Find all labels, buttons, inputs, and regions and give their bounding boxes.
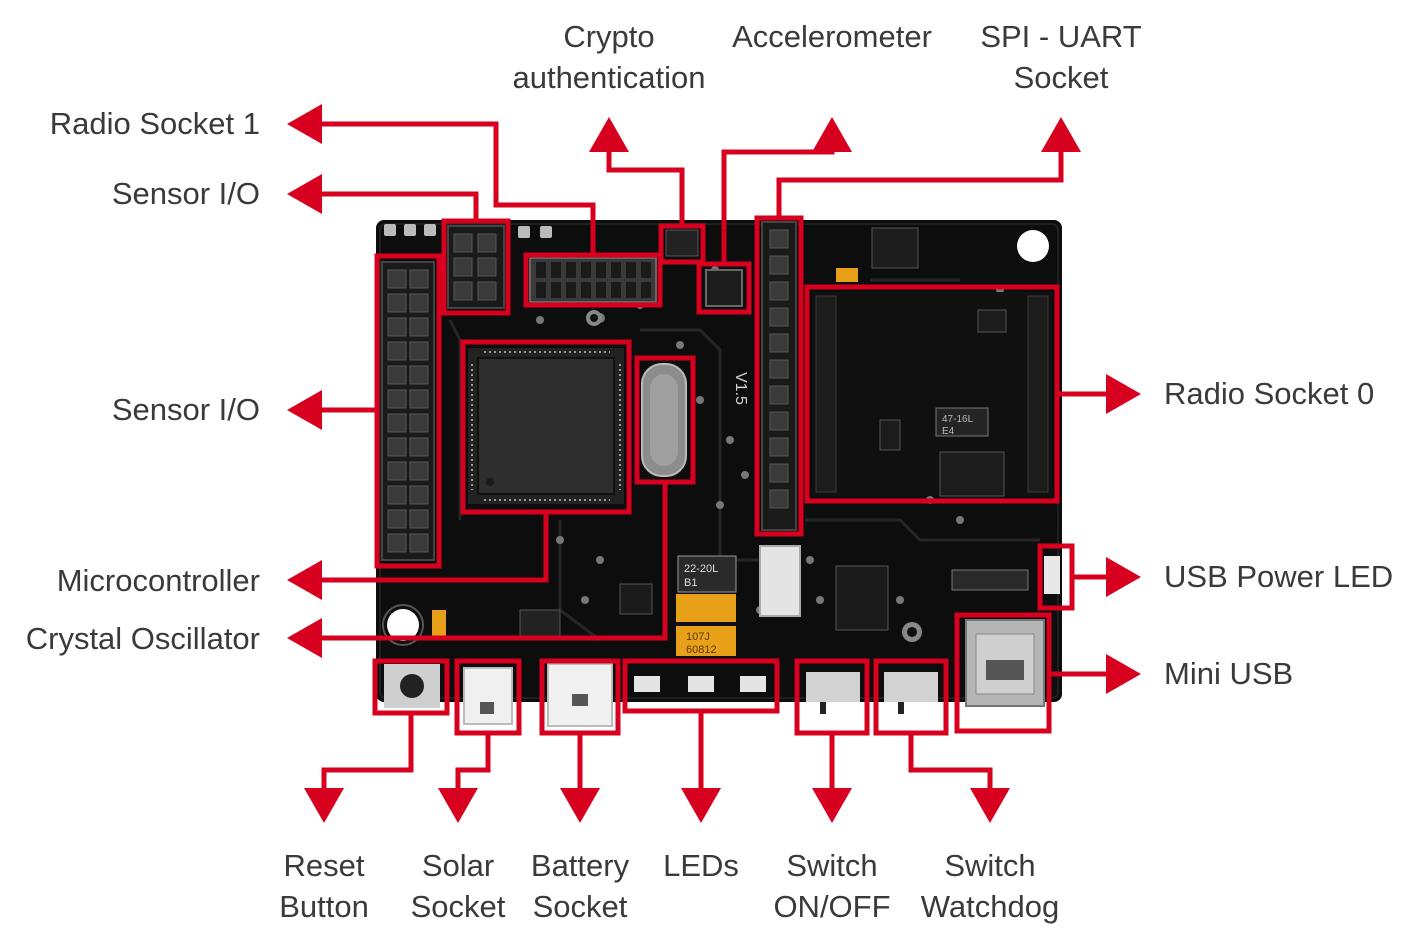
label-switch-on-off: SwitchON/OFF xyxy=(760,845,904,927)
microcontroller-chip xyxy=(468,348,624,504)
board-version-text: V1.5 xyxy=(732,372,749,405)
mounting-hole-top-right xyxy=(1017,230,1049,262)
spi-uart-header xyxy=(762,222,796,530)
sensor-io-header-left xyxy=(382,262,434,560)
label-battery-socket: BatterySocket xyxy=(514,845,646,927)
crystal-oscillator-part xyxy=(642,364,686,476)
switch-watchdog-part xyxy=(884,672,938,714)
reset-button-part xyxy=(384,664,440,708)
leader-sensor-io-top xyxy=(292,194,476,221)
cap-black-marking: 22-20L xyxy=(684,563,718,575)
label-microcontroller: Microcontroller xyxy=(0,560,260,601)
label-spi-uart-socket: SPI - UARTSocket xyxy=(960,16,1162,98)
mini-usb-port xyxy=(966,620,1044,706)
leader-switch-watchdog xyxy=(911,733,990,818)
label-switch-watchdog: SwitchWatchdog xyxy=(908,845,1072,927)
leader-reset-button xyxy=(324,713,411,818)
radio-ic-marking: 47-16L xyxy=(942,414,974,425)
solar-socket-part xyxy=(464,668,512,724)
leader-crypto xyxy=(609,122,682,226)
label-leds: LEDs xyxy=(641,845,761,886)
label-radio-socket-1: Radio Socket 1 xyxy=(0,103,260,144)
leds-part xyxy=(634,676,766,692)
radio-socket-1-header xyxy=(530,258,656,302)
label-solar-socket: SolarSocket xyxy=(398,845,518,927)
label-reset-button: ResetButton xyxy=(264,845,384,927)
leader-solar-socket xyxy=(458,733,488,818)
cap-black-marking-sub: B1 xyxy=(684,577,697,589)
label-radio-socket-0: Radio Socket 0 xyxy=(1164,373,1374,414)
crypto-chip xyxy=(666,230,698,256)
switch-on-off-part xyxy=(806,672,860,714)
sensor-io-header-top xyxy=(448,226,504,308)
usb-power-led-part xyxy=(1044,556,1060,594)
label-sensor-io-top: Sensor I/O xyxy=(0,173,260,214)
label-sensor-io-mid: Sensor I/O xyxy=(0,389,260,430)
label-crystal-oscillator: Crystal Oscillator xyxy=(0,618,260,659)
battery-socket-part xyxy=(548,664,612,726)
radio-ic-marking-sub: E4 xyxy=(942,426,955,437)
cap-yellow-marking-sub: 60812 xyxy=(686,644,717,656)
accelerometer-chip xyxy=(706,270,742,306)
label-mini-usb: Mini USB xyxy=(1164,653,1293,694)
leader-spi-uart xyxy=(779,122,1061,218)
label-accelerometer: Accelerometer xyxy=(722,16,942,57)
label-crypto-authentication: Cryptoauthentication xyxy=(500,16,718,98)
cap-yellow-marking: 107J xyxy=(686,631,710,643)
label-usb-power-led: USB Power LED xyxy=(1164,556,1393,597)
